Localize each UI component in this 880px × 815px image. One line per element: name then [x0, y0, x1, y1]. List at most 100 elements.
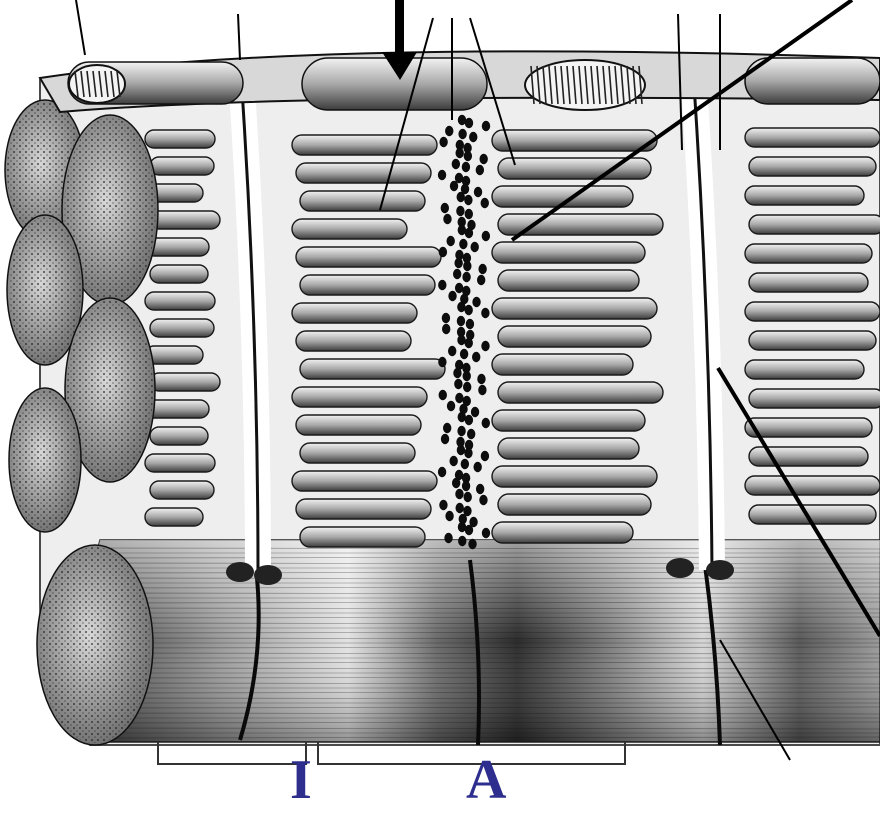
- arrow-shaft: [395, 0, 404, 58]
- fenestration-dot: [444, 533, 452, 543]
- fenestration-dot: [464, 195, 472, 205]
- sr-tubule: [292, 303, 417, 323]
- fenestration-dot: [467, 429, 475, 439]
- sr-tubule: [492, 242, 645, 263]
- sr-tubule: [150, 157, 214, 175]
- fenestration-dot: [461, 459, 469, 469]
- fenestration-dot: [471, 407, 479, 417]
- surface-tubule: [745, 58, 880, 104]
- fenestration-dot: [479, 495, 487, 505]
- fenestration-dot: [456, 503, 464, 513]
- fenestration-dot: [465, 338, 473, 348]
- sr-tubule: [498, 438, 639, 459]
- sr-tubule: [498, 326, 651, 347]
- fenestration-dot: [457, 316, 465, 326]
- fenestration-dot: [450, 181, 458, 191]
- fenestration-dot: [439, 390, 447, 400]
- sr-tubule: [300, 275, 435, 295]
- fenestration-dot: [454, 258, 462, 268]
- sr-tubule: [745, 360, 864, 379]
- fenestration-dot: [457, 192, 465, 202]
- fenestration-dot: [462, 481, 470, 491]
- sr-tubule: [145, 130, 215, 148]
- fenestration-dot: [477, 275, 485, 285]
- sr-tubule: [745, 128, 880, 147]
- a-band-label: A: [466, 752, 506, 808]
- fenestration-dot: [473, 462, 481, 472]
- fenestration-dot: [457, 426, 465, 436]
- myofilament-lattice: [11, 390, 79, 530]
- fenestration-dot: [445, 511, 453, 521]
- sr-tubule: [745, 418, 872, 437]
- terminal-cisterna: [706, 560, 734, 580]
- fenestration-dot: [469, 132, 477, 142]
- fenestration-dot: [455, 283, 463, 293]
- fenestration-dot: [457, 335, 465, 345]
- fenestration-dot: [445, 126, 453, 136]
- sr-tubule: [498, 494, 651, 515]
- fenestration-dot: [438, 280, 446, 290]
- sr-tubule: [745, 476, 880, 495]
- fenestration-dot: [478, 385, 486, 395]
- fenestration-dot: [452, 159, 460, 169]
- sr-tubule: [292, 135, 437, 155]
- fenestration-dot: [465, 228, 473, 238]
- sr-tubule: [150, 319, 214, 337]
- fenestration-dot: [442, 313, 450, 323]
- fenestration-dot: [455, 489, 463, 499]
- sr-tubule: [300, 443, 415, 463]
- pointer-line: [76, 0, 85, 55]
- sr-tubule: [749, 331, 876, 350]
- fenestration-dot: [438, 170, 446, 180]
- fenestration-dot: [439, 500, 447, 510]
- sr-tubule: [749, 273, 868, 292]
- fenestration-dot: [439, 137, 447, 147]
- sr-tubule: [300, 359, 445, 379]
- sr-tubule: [145, 346, 203, 364]
- sr-tubule: [749, 215, 880, 234]
- fenestration-dot: [464, 448, 472, 458]
- sr-tubule: [150, 373, 220, 391]
- fenestration-dot: [438, 357, 446, 367]
- fenestration-dot: [454, 379, 462, 389]
- myofibril-bundle: [74, 540, 880, 745]
- sr-tubule: [145, 292, 215, 310]
- fenestration-dot: [443, 423, 451, 433]
- fenestration-dot: [448, 291, 456, 301]
- fenestration-dot: [466, 319, 474, 329]
- fenestration-dot: [481, 308, 489, 318]
- fenestration-dot: [465, 118, 473, 128]
- sr-tubule: [498, 382, 663, 403]
- fenestration-dot: [464, 492, 472, 502]
- sr-tubule: [145, 508, 203, 526]
- fenestration-dot: [472, 352, 480, 362]
- myofibril-cross-sections: [5, 100, 158, 745]
- sr-tubule: [745, 186, 864, 205]
- fenestration-dot: [462, 162, 470, 172]
- fenestration-dot: [438, 467, 446, 477]
- fenestration-dot: [463, 371, 471, 381]
- fenestration-dot: [458, 129, 466, 139]
- sr-tubule: [492, 522, 633, 543]
- fenestration-dot: [441, 203, 449, 213]
- sr-tubule: [296, 163, 431, 183]
- fenestration-dot: [452, 478, 460, 488]
- fenestration-dot: [455, 148, 463, 158]
- fenestration-dot: [472, 297, 480, 307]
- sr-tubule: [749, 157, 876, 176]
- sr-tubule: [150, 481, 214, 499]
- fenestration-dot: [460, 349, 468, 359]
- fenestration-dot: [476, 484, 484, 494]
- sr-tubule: [300, 191, 425, 211]
- fenestration-dot: [481, 451, 489, 461]
- sr-tubule: [498, 270, 639, 291]
- fenestration-dot: [456, 206, 464, 216]
- fenestration-dot: [481, 341, 489, 351]
- fenestration-dot: [471, 242, 479, 252]
- sr-tubule: [492, 298, 657, 319]
- fenestration-dot: [474, 187, 482, 197]
- mitochondrion: [69, 65, 125, 103]
- fenestration-dot: [441, 434, 449, 444]
